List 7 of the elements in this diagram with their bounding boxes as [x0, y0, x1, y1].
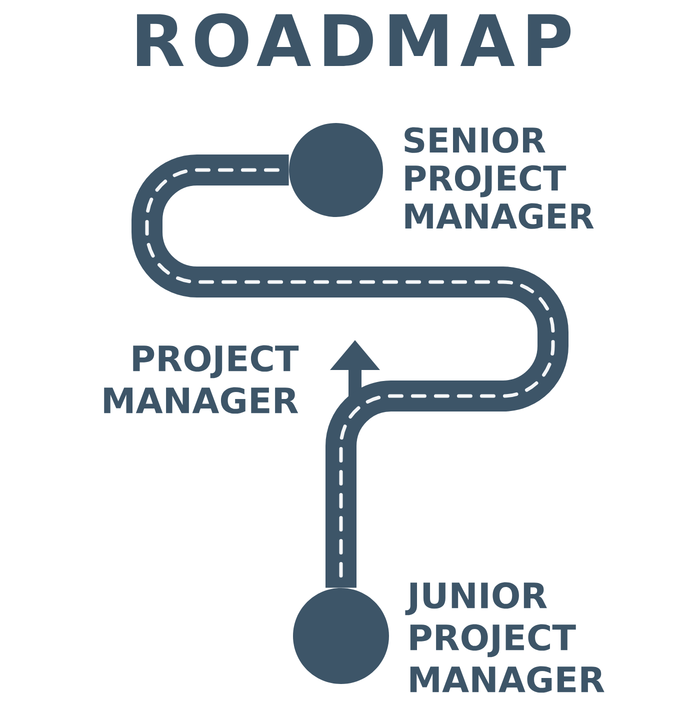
milestone-label: SENIOR PROJECT MANAGER [404, 127, 594, 229]
milestone-circle [293, 588, 389, 684]
milestone-label: JUNIOR PROJECT MANAGER [405, 582, 604, 693]
milestone-label: PROJECT MANAGER [104, 345, 299, 414]
title: ROADMAP [137, 13, 571, 67]
milestone-circle [289, 123, 383, 217]
road [132, 154, 568, 588]
